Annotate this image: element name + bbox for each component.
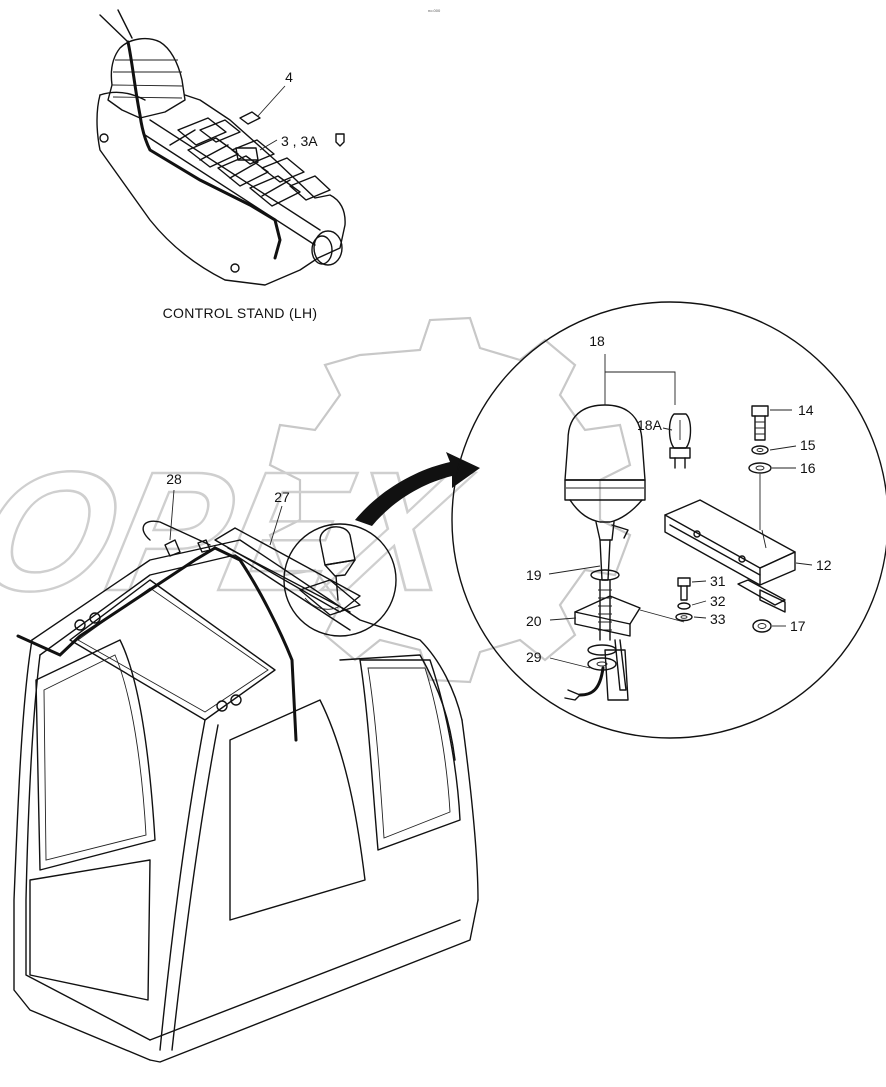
callout-15: 15 <box>800 437 816 453</box>
callout-3-3a: 3 , 3A <box>281 133 318 149</box>
cab-drawing <box>13 489 479 1063</box>
callout-28: 28 <box>166 471 182 487</box>
control-stand-drawing <box>96 9 346 286</box>
detail-arrow <box>355 452 480 526</box>
detail-circle-small <box>283 523 397 637</box>
callout-31: 31 <box>710 573 726 589</box>
callout-14: 14 <box>798 402 814 418</box>
callout-20: 20 <box>526 613 542 629</box>
callout-18a: 18A <box>637 417 663 433</box>
detail-circle-large <box>451 301 886 739</box>
callout-18: 18 <box>589 333 605 349</box>
callout-4: 4 <box>285 69 293 85</box>
callout-33: 33 <box>710 611 726 627</box>
callout-16: 16 <box>800 460 816 476</box>
callout-12: 12 <box>816 557 832 573</box>
caption-control-stand: CONTROL STAND (LH) <box>163 305 318 321</box>
callout-19: 19 <box>526 567 542 583</box>
callout-32: 32 <box>710 593 726 609</box>
sheet-mark: no.000 <box>428 8 441 13</box>
callout-29: 29 <box>526 649 542 665</box>
watermark-gear <box>268 316 632 684</box>
callout-27: 27 <box>274 489 290 505</box>
callout-17: 17 <box>790 618 806 634</box>
